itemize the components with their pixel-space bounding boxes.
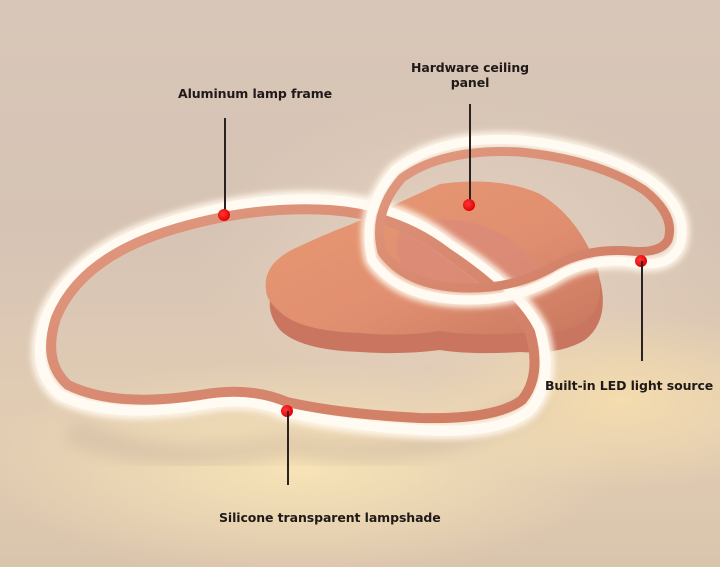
small-heart-ring [360, 131, 690, 309]
callout-label-ceiling-panel: Hardware ceiling panel [410, 60, 530, 90]
large-heart-ring [31, 190, 555, 440]
callout-leader-led-source [641, 261, 643, 361]
callout-label-led-source: Built-in LED light source [545, 378, 714, 393]
marker-dot-ceiling-panel [463, 199, 475, 211]
callout-label-ceiling-panel-line2: panel [450, 75, 490, 90]
callout-label-ceiling-panel-line1: Hardware ceiling [411, 60, 529, 75]
marker-dot-aluminum-frame [218, 209, 230, 221]
callout-leader-ceiling-panel [469, 104, 471, 205]
callout-leader-aluminum-frame [224, 118, 226, 215]
callout-label-aluminum-frame: Aluminum lamp frame [178, 86, 333, 101]
callout-label-lampshade: Silicone transparent lampshade [219, 510, 441, 525]
callout-leader-lampshade [287, 411, 289, 485]
